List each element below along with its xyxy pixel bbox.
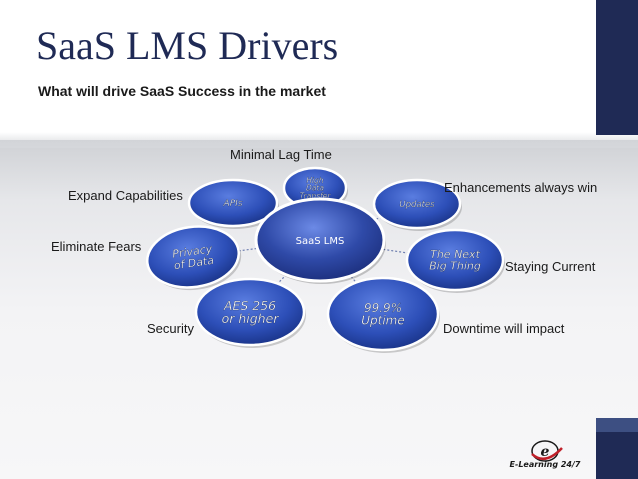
- node-circle: [194, 277, 306, 347]
- slide-title: SaaS LMS Drivers: [36, 23, 339, 68]
- logo-mark-icon: e: [531, 440, 563, 462]
- node-label: Data: [306, 184, 324, 193]
- node-label: of Data: [173, 254, 215, 273]
- accent-bar-top: [596, 0, 638, 135]
- caption-enhancements: Enhancements always win: [444, 180, 598, 195]
- node-label: Uptime: [361, 314, 405, 328]
- caption-downtime: Downtime will impact: [443, 321, 565, 336]
- node-uptime: 99.9%Uptime: [326, 276, 440, 353]
- node-label: The Next: [430, 248, 480, 261]
- node-label: High: [306, 176, 323, 185]
- node-label: Transfer: [300, 192, 332, 201]
- node-updates: Updates: [372, 178, 462, 231]
- node-circle: [326, 276, 440, 352]
- caption-staying-current: Staying Current: [505, 259, 596, 274]
- caption-expand-capabilities: Expand Capabilities: [68, 188, 183, 203]
- node-label: Updates: [399, 200, 435, 210]
- logo-text: E-Learning 24/7: [509, 460, 581, 469]
- caption-minimal-lag-time: Minimal Lag Time: [230, 147, 332, 162]
- company-logo: e E-Learning 24/7: [500, 440, 590, 476]
- background-band-edge: [0, 132, 638, 148]
- hub-node: SaaS LMS: [254, 197, 386, 284]
- node-apis: APIs: [187, 178, 279, 229]
- accent-bar-stripe: [596, 418, 638, 432]
- hub-circle: [254, 197, 386, 283]
- node-circle: [146, 225, 240, 289]
- node-label: or higher: [222, 311, 280, 326]
- caption-eliminate-fears: Eliminate Fears: [51, 239, 142, 254]
- caption-security: Security: [147, 321, 194, 336]
- node-label: 99.9%: [364, 301, 402, 315]
- node-circle: [187, 178, 279, 228]
- node-circle: [372, 178, 462, 230]
- hub-label: SaaS LMS: [296, 236, 345, 247]
- node-label: APIs: [223, 199, 243, 209]
- node-label: Privacy: [172, 242, 214, 261]
- node-circle: [405, 228, 505, 292]
- logo-mark: e: [541, 444, 550, 460]
- slide-subtitle: What will drive SaaS Success in the mark…: [38, 83, 326, 99]
- node-label: Big Thing: [429, 260, 481, 273]
- node-label: AES 256: [223, 298, 276, 313]
